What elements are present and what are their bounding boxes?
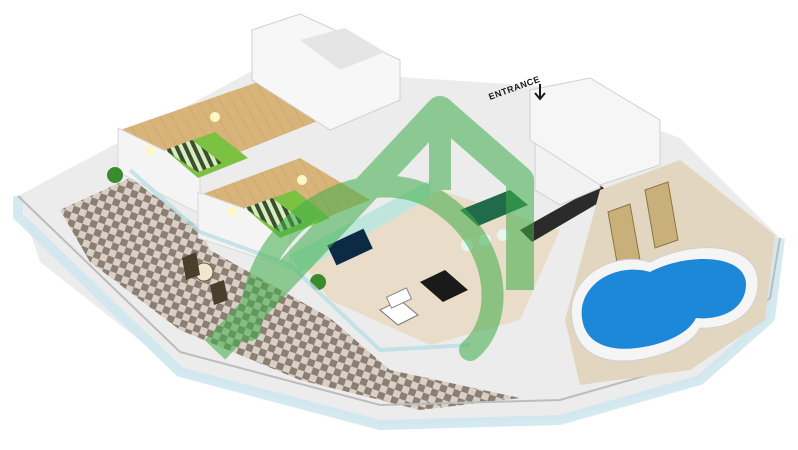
glass-balustrade [13, 196, 785, 430]
entrance-arrow-icon [534, 84, 546, 101]
outdoor-dining-set [182, 252, 228, 305]
coffee-table [385, 287, 413, 309]
plant-icon [107, 167, 123, 183]
house-watermark-icon [204, 96, 534, 361]
bedroom-1-floor [120, 82, 330, 168]
entrance-block [529, 77, 661, 186]
kitchen-counter [520, 185, 612, 242]
lamp-icon [297, 175, 307, 185]
balustrade-rail [17, 195, 781, 407]
bed-1 [165, 132, 248, 186]
pool-water [581, 259, 747, 349]
lamp-icon [227, 207, 237, 217]
lamp-icon [210, 112, 220, 122]
tv-icon [327, 228, 373, 266]
sun-lounger [644, 181, 679, 249]
lamp-icon [145, 145, 155, 155]
sofa [420, 270, 468, 302]
bathroom-inner [300, 28, 385, 70]
terrace-floor [60, 178, 520, 410]
